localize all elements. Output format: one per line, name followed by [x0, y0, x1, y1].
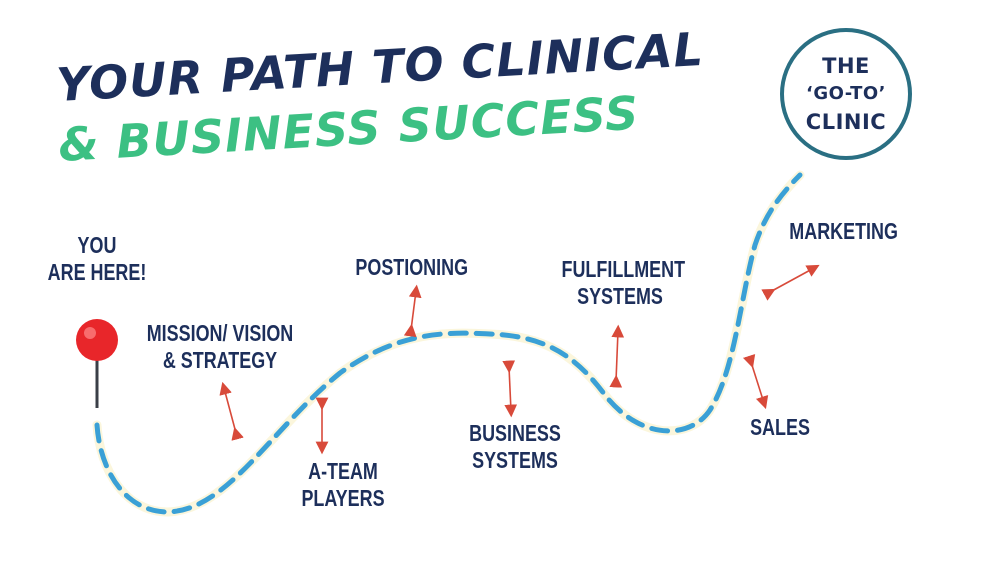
step-sales-line-1: SALES [750, 414, 810, 440]
step-sales: SALES [745, 414, 815, 441]
arrow-fulfillment [609, 324, 625, 388]
step-a-team-line-2: PLAYERS [301, 485, 385, 511]
arrow-mission [219, 381, 244, 441]
step-a-team-line-1: A-TEAM [308, 458, 378, 484]
arrow-positioning [403, 284, 422, 338]
journey-path-dashes [94, 172, 803, 515]
goto-clinic-badge: THE ‘GO-TO’ CLINIC [780, 28, 912, 160]
badge-line-1: THE [822, 54, 870, 78]
step-you-are-here-line-2: ARE HERE! [47, 259, 147, 285]
step-a-team-players: A-TEAM PLAYERS [296, 458, 390, 512]
step-positioning-line-1: POSTIONING [355, 254, 469, 280]
step-you-are-here: YOU ARE HERE! [46, 232, 147, 286]
step-business-systems-line-2: SYSTEMS [472, 447, 558, 473]
step-mission-line-1: MISSION/ VISION [146, 320, 294, 346]
step-marketing: MARKETING [789, 218, 898, 245]
step-marketing-line-1: MARKETING [789, 218, 898, 244]
badge-line-3: CLINIC [805, 110, 887, 134]
map-pin-icon [76, 319, 118, 408]
step-you-are-here-line-1: YOU [77, 232, 117, 258]
step-mission-vision-strategy: MISSION/ VISION & STRATEGY [146, 320, 294, 374]
step-business-systems: BUSINESS SYSTEMS [468, 420, 562, 474]
arrow-marketing [761, 264, 820, 301]
arrow-business-systems [502, 360, 518, 418]
step-mission-line-2: & STRATEGY [162, 347, 278, 373]
step-fulfillment-systems: FULFILLMENT SYSTEMS [561, 256, 686, 310]
step-business-systems-line-1: BUSINESS [469, 420, 561, 446]
step-positioning: POSTIONING [355, 254, 469, 281]
step-fulfillment-line-2: SYSTEMS [577, 283, 663, 309]
badge-line-2: ‘GO-TO’ [806, 83, 886, 104]
arrow-sales [742, 353, 769, 410]
step-fulfillment-line-1: FULFILLMENT [561, 256, 686, 282]
